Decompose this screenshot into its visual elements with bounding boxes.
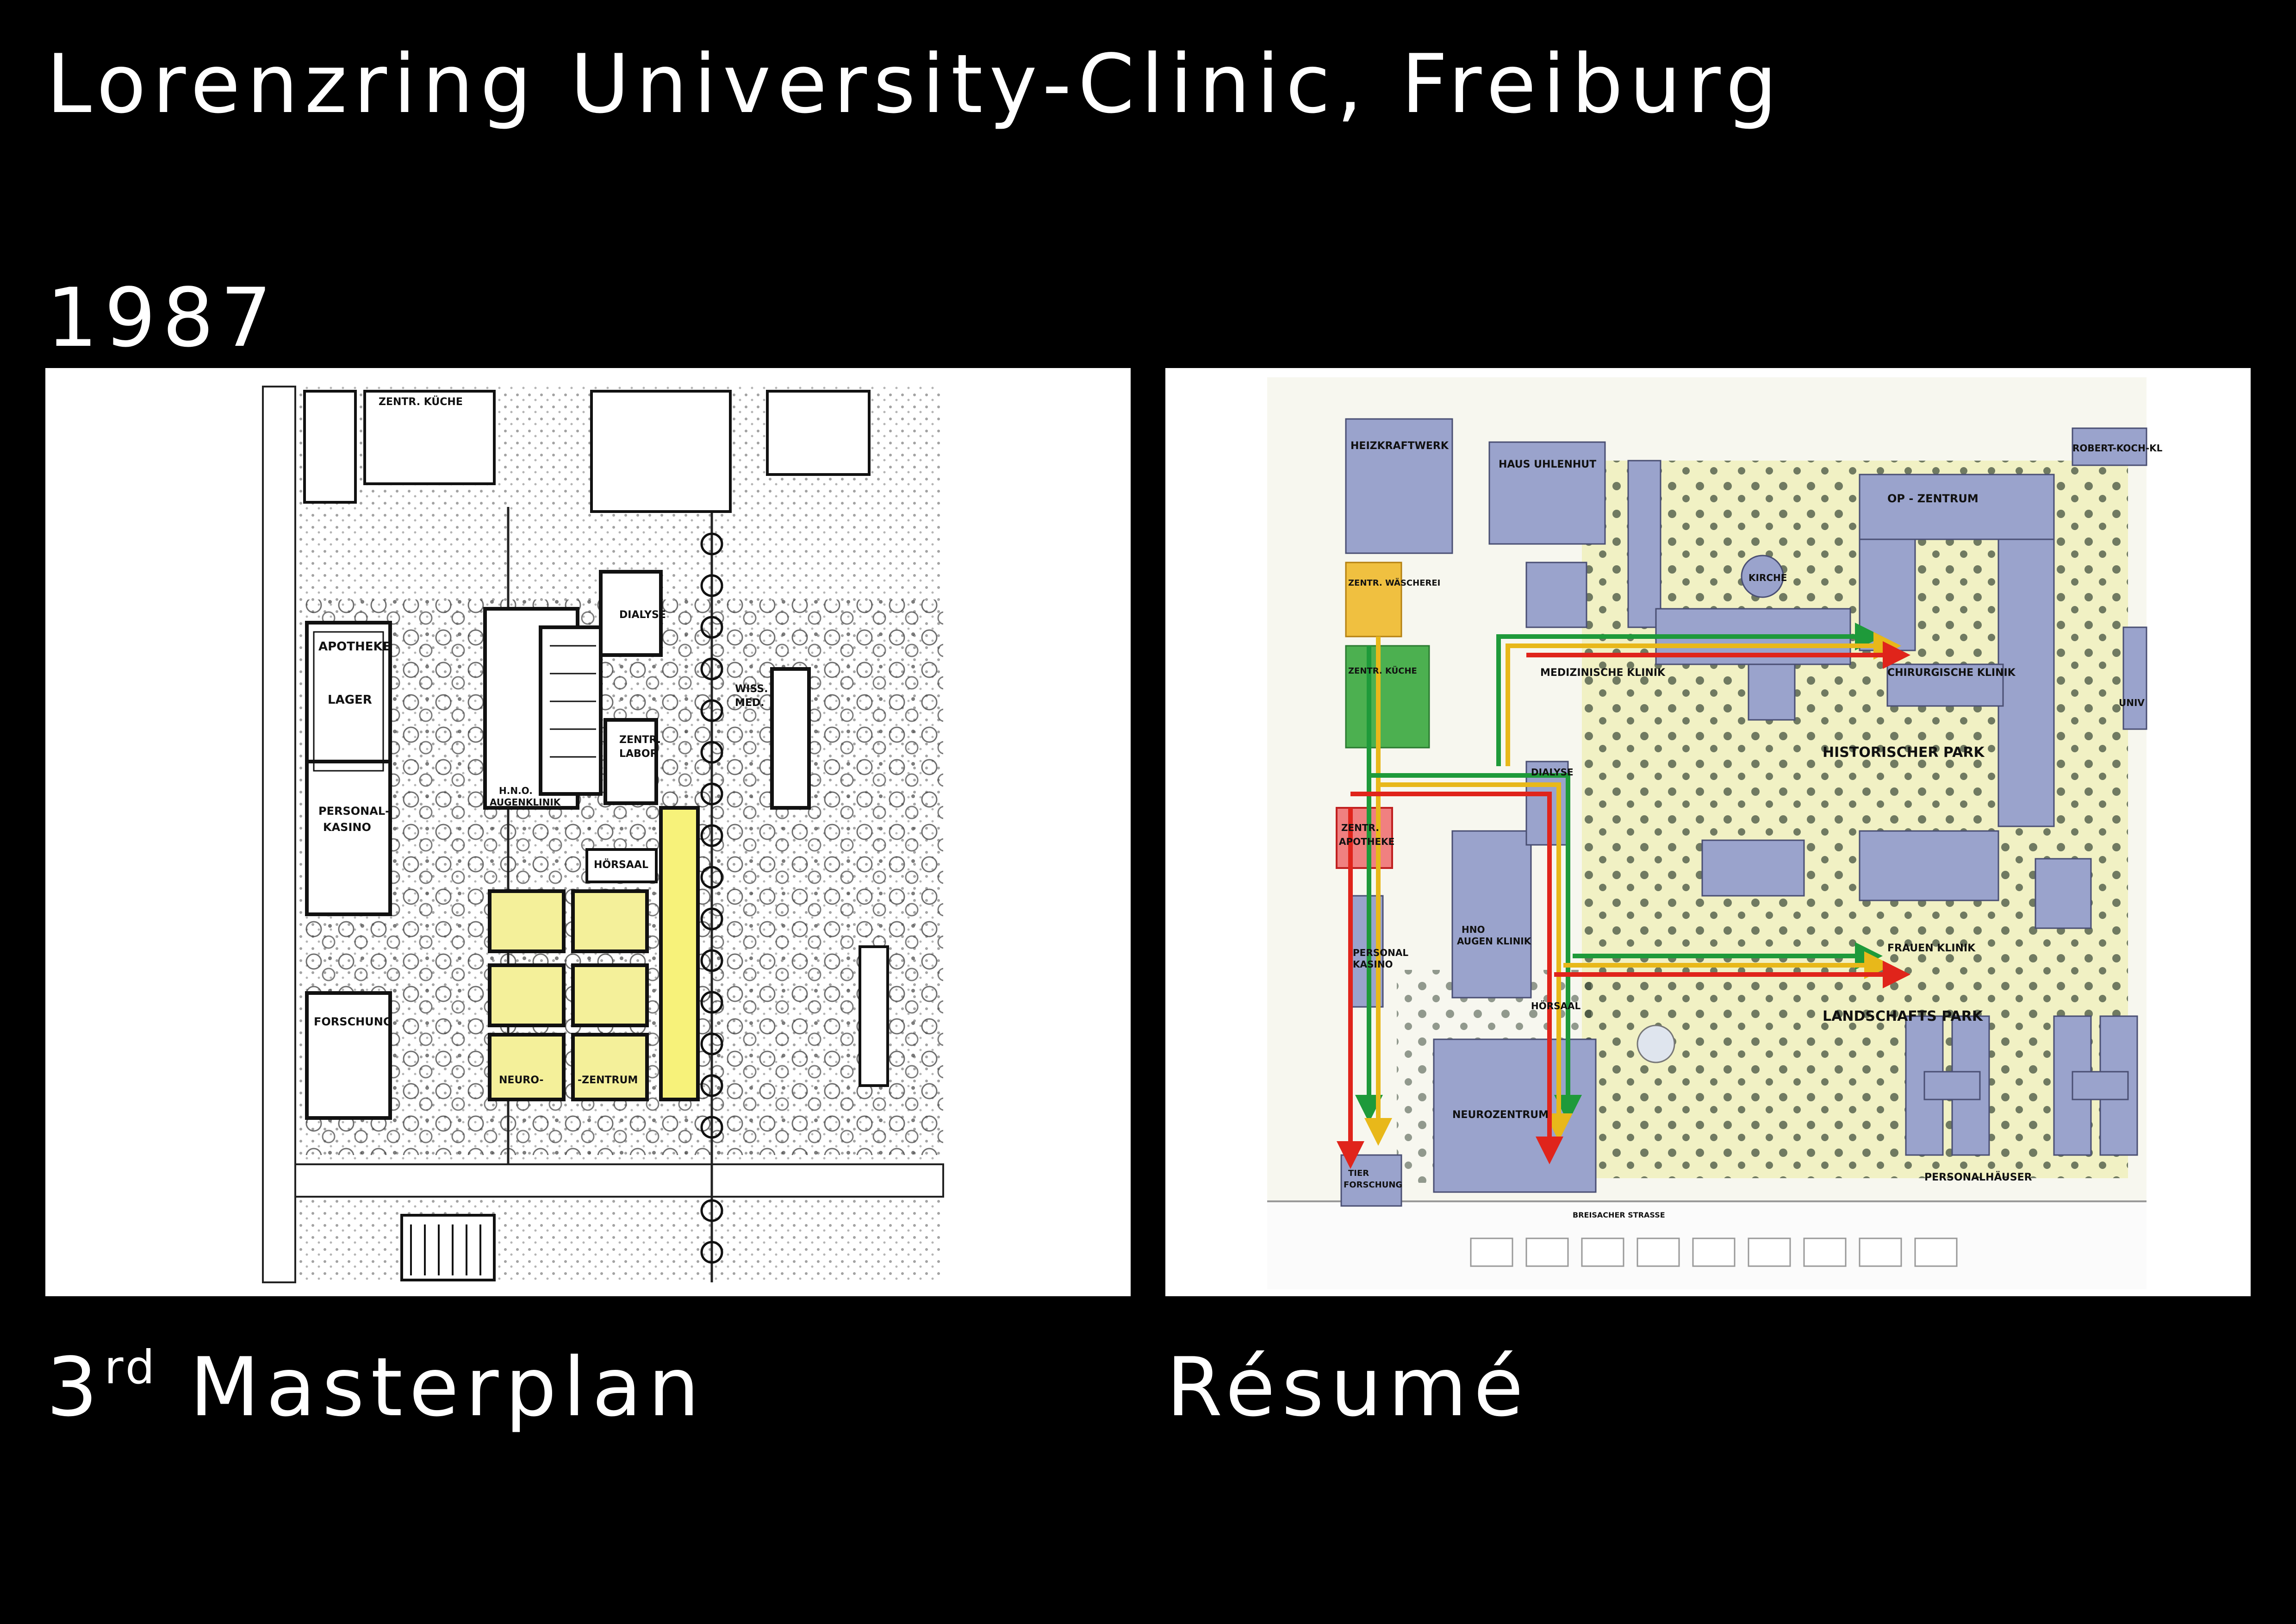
label-apotheke: APOTHEKE	[1339, 836, 1394, 847]
label-personalhauser: PERSONALHÄUSER	[1924, 1171, 2032, 1183]
caption-masterplan-suffix: rd	[104, 1340, 158, 1394]
label-med: MED.	[735, 697, 765, 709]
label-univ: UNIV	[2119, 697, 2145, 708]
slide-title: Lorenzring University-Clinic, Freiburg	[46, 37, 1784, 131]
masterplan-drawing: ZENTR. KÜCHE APOTHEKE LAGER PERSONAL- KA…	[262, 386, 944, 1283]
label-frauen-klinik: FRAUEN KLINIK	[1887, 943, 1976, 954]
label-labor: LABOR	[619, 748, 658, 760]
label-robert-koch: ROBERT-KOCH-KL	[2072, 443, 2163, 454]
label-augen-klinik: AUGEN KLINIK	[1457, 936, 1532, 947]
label-historischer-park: HISTORISCHER PARK	[1823, 744, 1985, 761]
label-kasino: KASINO	[1353, 959, 1393, 970]
label-hno: HNO	[1462, 924, 1485, 935]
label-neuro: NEURO-	[499, 1074, 544, 1086]
label-breisacher-strasse: BREISACHER STRASSE	[1573, 1211, 1665, 1219]
label-medizinische-klinik: MEDIZINISCHE KLINIK	[1540, 667, 1666, 679]
label-op-zentrum: OP - ZENTRUM	[1887, 492, 1979, 505]
label-kirche: KIRCHE	[1748, 572, 1787, 583]
label-heizkraftwerk: HEIZKRAFTWERK	[1350, 440, 1449, 452]
label-forschung: FORSCHUNG	[314, 1015, 392, 1028]
resume-image: HEIZKRAFTWERK HAUS UHLENHUT OP - ZENTRUM…	[1165, 368, 2251, 1296]
label-zentr-wascherei: ZENTR. WÄSCHEREI	[1348, 578, 1440, 588]
label-chirurgische-klinik: CHIRURGISCHE KLINIK	[1887, 667, 2016, 679]
label-personal: PERSONAL-	[318, 805, 390, 818]
label-horsaal: HÖRSAAL	[594, 859, 648, 871]
caption-masterplan-number: 3	[46, 1341, 105, 1435]
label-horsaal: HÖRSAAL	[1531, 1000, 1581, 1012]
label-wiss: WISS.	[735, 683, 768, 695]
label-neurozentrum: NEUROZENTRUM	[1452, 1109, 1549, 1121]
label-hno: H.N.O.	[499, 785, 533, 796]
label-zentr: ZENTR.	[619, 734, 661, 746]
label-dialyse: DIALYSE	[619, 609, 666, 621]
caption-resume: Résumé	[1166, 1341, 1530, 1435]
label-zentr: ZENTR.	[1341, 822, 1379, 833]
label-lager: LAGER	[328, 693, 372, 707]
caption-masterplan-text: Masterplan	[189, 1341, 706, 1435]
slide-year: 1987	[46, 271, 279, 365]
label-dialyse: DIALYSE	[1531, 767, 1574, 778]
label-landschafts-park: LANDSCHAFTS PARK	[1823, 1008, 1984, 1024]
label-augenklinik: AUGENKLINIK	[490, 797, 561, 808]
label-zentr-kuche: ZENTR. KÜCHE	[379, 396, 463, 408]
label-haus-uhlenhut: HAUS UHLENHUT	[1499, 459, 1596, 470]
label-personal: PERSONAL	[1353, 947, 1408, 958]
label-kasino: KASINO	[323, 821, 371, 834]
label-tier: TIER	[1348, 1168, 1369, 1178]
masterplan-image: ZENTR. KÜCHE APOTHEKE LAGER PERSONAL- KA…	[45, 368, 1131, 1296]
resume-drawing: HEIZKRAFTWERK HAUS UHLENHUT OP - ZENTRUM…	[1267, 377, 2163, 1289]
label-zentrum: -ZENTRUM	[578, 1074, 638, 1086]
label-zentr-kuche: ZENTR. KÜCHE	[1348, 666, 1417, 676]
label-forschung: FORSCHUNG	[1344, 1180, 1402, 1190]
label-apotheke: APOTHEKE	[318, 640, 391, 654]
caption-masterplan: 3rd Masterplan	[46, 1344, 706, 1429]
